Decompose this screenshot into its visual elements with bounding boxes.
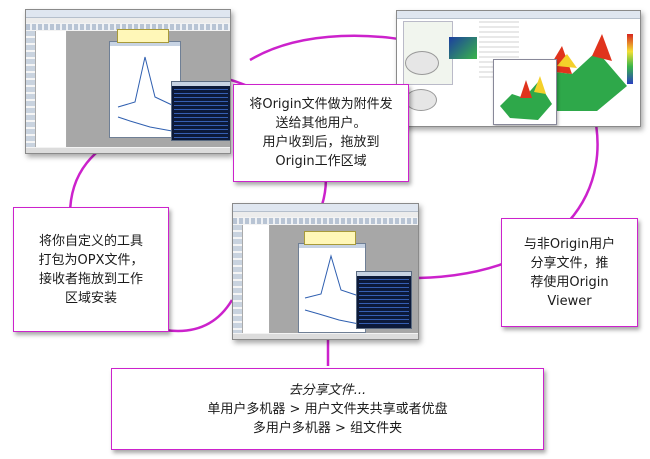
- callout-attach-line-3: 用户收到后，拖放到: [262, 135, 380, 150]
- callout-package-line-4: 区域安装: [64, 290, 117, 306]
- share-line-1: 单用户多机器 > 用户文件夹共享或者优盘: [207, 401, 448, 417]
- callout-viewer-line-3: 荐使用Origin: [530, 274, 609, 290]
- callout-package-line-3: 接收者拖放到工作: [38, 271, 143, 287]
- screenshot-top-left: [25, 9, 231, 154]
- callout-origin-viewer: 与非Origin用户 分享文件，推 荐使用Origin Viewer: [501, 218, 638, 327]
- callout-viewer-line-2: 分享文件，推: [530, 255, 609, 271]
- callout-package-opx: 将你自定义的工具 打包为OPX文件， 接收者拖放到工作 区域安装: [13, 207, 169, 332]
- callout-share-files: 去分享文件... 单用户多机器 > 用户文件夹共享或者优盘 多用户多机器 > 组…: [111, 368, 544, 450]
- screenshot-top-right: [396, 10, 641, 127]
- callout-attach-line-1: 将Origin文件做为附件发: [249, 97, 393, 112]
- arrow-package-to-center: [164, 299, 234, 333]
- callout-package-line-1: 将你自定义的工具: [38, 233, 143, 249]
- share-title: 去分享文件...: [288, 382, 367, 398]
- screenshot-center: [232, 203, 419, 340]
- callout-package-line-2: 打包为OPX文件，: [38, 252, 144, 268]
- callout-viewer-line-4: Viewer: [547, 293, 592, 309]
- callout-viewer-line-1: 与非Origin用户: [523, 236, 616, 252]
- callout-attach-line-4: Origin工作区域: [275, 154, 367, 169]
- callout-attach-line-2: 送给其他用户。: [275, 116, 367, 131]
- callout-attach-file: 将Origin文件做为附件发 送给其他用户。 用户收到后，拖放到 Origin工…: [233, 84, 409, 182]
- share-line-2: 多用户多机器 > 组文件夹: [252, 420, 403, 436]
